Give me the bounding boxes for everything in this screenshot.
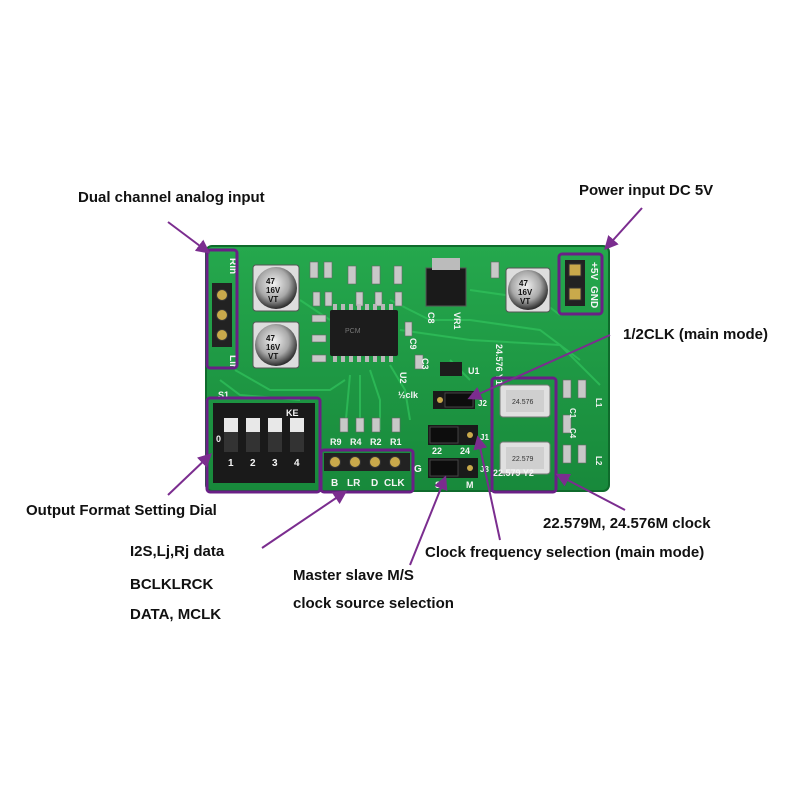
voltage-regulator bbox=[425, 258, 467, 307]
dip-on-label: 0 bbox=[216, 434, 221, 444]
j1-label: J1 bbox=[480, 433, 489, 442]
label-clock-source: clock source selection bbox=[293, 595, 454, 612]
svg-text:24.576: 24.576 bbox=[512, 399, 534, 406]
svg-text:VT: VT bbox=[268, 295, 278, 304]
jumper-half-clk[interactable] bbox=[433, 391, 475, 409]
label-output-format: Output Format Setting Dial bbox=[26, 502, 217, 519]
arrow-master-slave bbox=[409, 475, 448, 566]
freq-top-label: 24.576 Y1 bbox=[494, 344, 504, 385]
output-header[interactable] bbox=[324, 453, 410, 471]
r1-label: R1 bbox=[390, 437, 402, 447]
svg-text:16V: 16V bbox=[518, 288, 533, 297]
dip-num-2: 2 bbox=[250, 458, 256, 469]
label-clock-sel: Clock frequency selection (main mode) bbox=[425, 544, 705, 561]
svg-text:16V: 16V bbox=[266, 286, 281, 295]
capacitor-bottom: 47 16V VT bbox=[252, 321, 300, 369]
svg-text:47: 47 bbox=[266, 334, 275, 343]
label-clock-freq: 22.579M, 24.576M clock bbox=[543, 515, 711, 532]
highlight-output-header bbox=[319, 448, 415, 494]
label-data-line3: DATA, MCLK bbox=[130, 606, 222, 623]
l1-label: L1 bbox=[594, 398, 603, 408]
ke-label: KE bbox=[286, 408, 299, 418]
arrow-crystal bbox=[555, 473, 626, 511]
label-data-line1: I2S,Lj,Rj data bbox=[130, 543, 225, 560]
c9-label: C9 bbox=[408, 338, 418, 350]
highlight-crystals bbox=[490, 376, 558, 494]
jp-24-label: 24 bbox=[460, 446, 470, 456]
callout-arrows bbox=[167, 207, 643, 566]
vr1-label: VR1 bbox=[452, 312, 462, 330]
label-analog-input: Dual channel analog input bbox=[78, 189, 265, 206]
analog-input-header[interactable] bbox=[212, 283, 232, 347]
lin-label: Lin bbox=[227, 355, 238, 370]
highlight-analog-input bbox=[205, 248, 239, 370]
crystal-24m: 24.576 bbox=[499, 384, 551, 418]
c3-label: C3 bbox=[420, 358, 430, 370]
arrow-clock-freq bbox=[473, 435, 501, 541]
dip-num-3: 3 bbox=[272, 458, 278, 469]
pin-d-label: D bbox=[371, 478, 378, 489]
pin-b-label: B bbox=[331, 478, 338, 489]
crystal-22m: 22.579 bbox=[499, 441, 551, 475]
freq-bottom-label: 22.579 Y2 bbox=[493, 468, 534, 478]
capacitor-power: 47 16V VT bbox=[505, 267, 551, 313]
jumper-clock-freq[interactable] bbox=[428, 425, 478, 445]
power-header[interactable] bbox=[565, 260, 585, 306]
svg-text:VT: VT bbox=[268, 352, 278, 361]
r2-label: R2 bbox=[370, 437, 382, 447]
v5-label: +5V bbox=[588, 262, 599, 280]
highlight-boxes bbox=[205, 248, 604, 494]
jp-22-label: 22 bbox=[432, 446, 442, 456]
pin-clk-label: CLK bbox=[384, 478, 405, 489]
capacitor-top: 47 16V VT bbox=[252, 264, 300, 312]
r9-label: R9 bbox=[330, 437, 342, 447]
r4-label: R4 bbox=[350, 437, 362, 447]
label-half-clk: 1/2CLK (main mode) bbox=[623, 326, 769, 343]
arrow-half-clk bbox=[467, 334, 611, 400]
rin-label: Rin bbox=[227, 258, 238, 274]
c4-label: C4 bbox=[568, 428, 577, 439]
arrow-analog bbox=[167, 221, 211, 254]
u1-label: U1 bbox=[468, 366, 480, 376]
pin-lr-label: LR bbox=[347, 478, 361, 489]
svg-text:47: 47 bbox=[519, 279, 528, 288]
g-label: G bbox=[414, 464, 422, 475]
u1-chip bbox=[440, 362, 462, 376]
c8-label: C8 bbox=[426, 312, 436, 324]
arrow-power bbox=[604, 207, 643, 251]
jumper-master-slave[interactable] bbox=[428, 458, 478, 478]
svg-text:16V: 16V bbox=[266, 343, 281, 352]
m-label: M bbox=[466, 480, 474, 490]
arrow-output bbox=[261, 490, 348, 549]
half-clk-label: ½clk bbox=[398, 390, 419, 400]
c1-label: C1 bbox=[568, 408, 577, 419]
svg-text:22.579: 22.579 bbox=[512, 456, 534, 463]
dip-switch[interactable] bbox=[213, 403, 315, 483]
adc-chip: PCM bbox=[330, 304, 398, 362]
highlight-power-input bbox=[557, 252, 604, 316]
gnd-label: GND bbox=[588, 286, 599, 308]
u2-label: U2 bbox=[398, 372, 408, 384]
svg-text:47: 47 bbox=[266, 277, 275, 286]
svg-text:PCM: PCM bbox=[345, 328, 361, 335]
j2-label: J2 bbox=[478, 399, 487, 408]
smd-components bbox=[309, 261, 587, 464]
svg-text:VT: VT bbox=[520, 297, 530, 306]
arrow-dip bbox=[167, 453, 213, 496]
label-power-input: Power input DC 5V bbox=[579, 182, 714, 199]
dip-num-1: 1 bbox=[228, 458, 234, 469]
dip-num-4: 4 bbox=[294, 458, 300, 469]
s1-label: S1 bbox=[218, 390, 229, 400]
l2-label: L2 bbox=[594, 456, 603, 466]
label-master-slave: Master slave M/S bbox=[293, 567, 414, 584]
label-data-line2: BCLKLRCK bbox=[130, 576, 214, 593]
highlight-dip-switch bbox=[205, 396, 322, 494]
